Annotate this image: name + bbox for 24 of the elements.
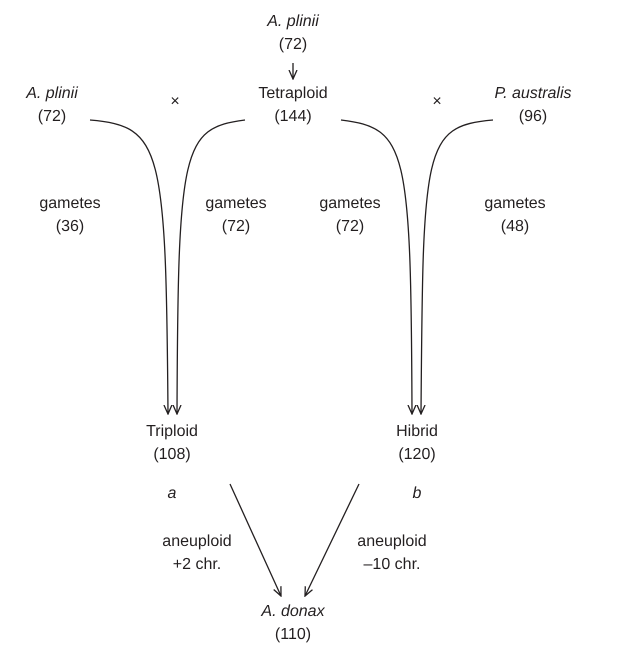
node-label: A. plinii (72) — [266, 12, 320, 55]
arrow — [90, 119, 173, 415]
arrow — [340, 119, 417, 415]
edge-label: gametes (72) — [204, 194, 268, 237]
node-label: P. australis (96) — [493, 84, 573, 127]
arrow — [304, 484, 360, 597]
arrow — [229, 484, 282, 597]
arrow — [288, 63, 298, 80]
node-label: Tetraploid (144) — [257, 84, 329, 127]
node-label: Hibrid (120) — [395, 422, 439, 465]
edge-label: aneuploid +2 chr. — [161, 532, 233, 575]
node-label: A. donax (110) — [260, 602, 326, 645]
cross-symbol: × — [170, 92, 180, 112]
arrow — [416, 119, 494, 415]
cross-symbol: × — [432, 92, 442, 112]
edge-label: aneuploid –10 chr. — [356, 532, 428, 575]
panel-letter: a — [168, 484, 176, 504]
edge-label: gametes (36) — [38, 194, 102, 237]
node-label: A. plinii (72) — [24, 84, 80, 127]
arrow — [172, 119, 246, 415]
edge-label: gametes (48) — [483, 194, 547, 237]
panel-letter: b — [412, 484, 422, 504]
edge-label: gametes (72) — [318, 194, 382, 237]
node-label: Triploid (108) — [145, 422, 199, 465]
